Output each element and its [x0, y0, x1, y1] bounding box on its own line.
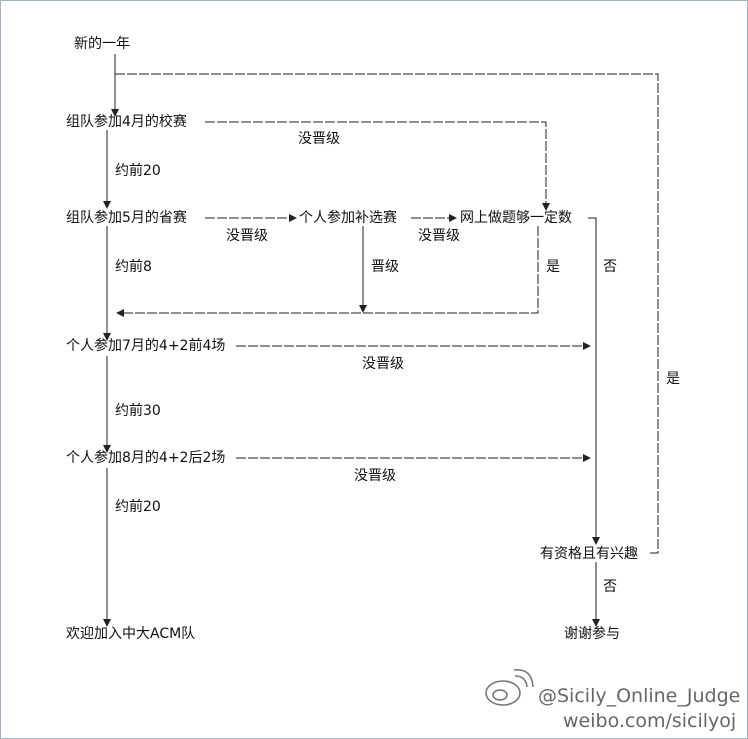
node-new-year: 新的一年: [74, 36, 130, 52]
edge-label-about-top30: 约前30: [115, 403, 161, 419]
edge-label-promoted: 晋级: [371, 259, 399, 275]
node-welcome: 欢迎加入中大ACM队: [66, 626, 196, 642]
edge-loop-yes: [115, 73, 659, 554]
edge-label-july-fail: 没晋级: [362, 356, 404, 372]
edge-label-about-top20-b: 约前20: [115, 499, 161, 515]
watermark-handle: @Sicily_Online_Judge: [538, 685, 741, 707]
edge-label-supplement-fail: 没晋级: [418, 228, 460, 244]
node-provincial-contest: 组队参加5月的省赛: [66, 210, 187, 226]
edge-online-yes: [116, 226, 539, 317]
weibo-logo-icon: [485, 669, 534, 706]
edge-label-no-final: 否: [603, 579, 617, 595]
node-online-problems: 网上做题够一定数: [460, 210, 572, 226]
edge-online-no: [588, 217, 600, 545]
node-qualified-interest: 有资格且有兴趣: [540, 546, 638, 562]
node-july-42: 个人参加7月的4+2前4场: [66, 338, 226, 354]
watermark-url: weibo.com/sicilyoj: [563, 710, 737, 732]
edge-label-aug-fail: 没晋级: [354, 468, 396, 484]
edge-school-fail: [205, 121, 550, 211]
node-school-contest: 组队参加4月的校赛: [66, 114, 187, 130]
node-thanks: 谢谢参与: [564, 626, 620, 642]
edge-label-about-top20-a: 约前20: [115, 163, 161, 179]
edge-label-yes-online: 是: [546, 259, 560, 275]
edge-label-school-fail: 没晋级: [298, 131, 340, 147]
edge-label-provincial-fail: 没晋级: [226, 228, 268, 244]
edge-label-about-top8: 约前8: [115, 259, 152, 275]
node-aug-42: 个人参加8月的4+2后2场: [66, 450, 226, 466]
node-individual-supplement: 个人参加补选赛: [299, 210, 397, 226]
edge-label-yes-loop: 是: [666, 371, 680, 387]
edge-label-no-online: 否: [603, 259, 617, 275]
